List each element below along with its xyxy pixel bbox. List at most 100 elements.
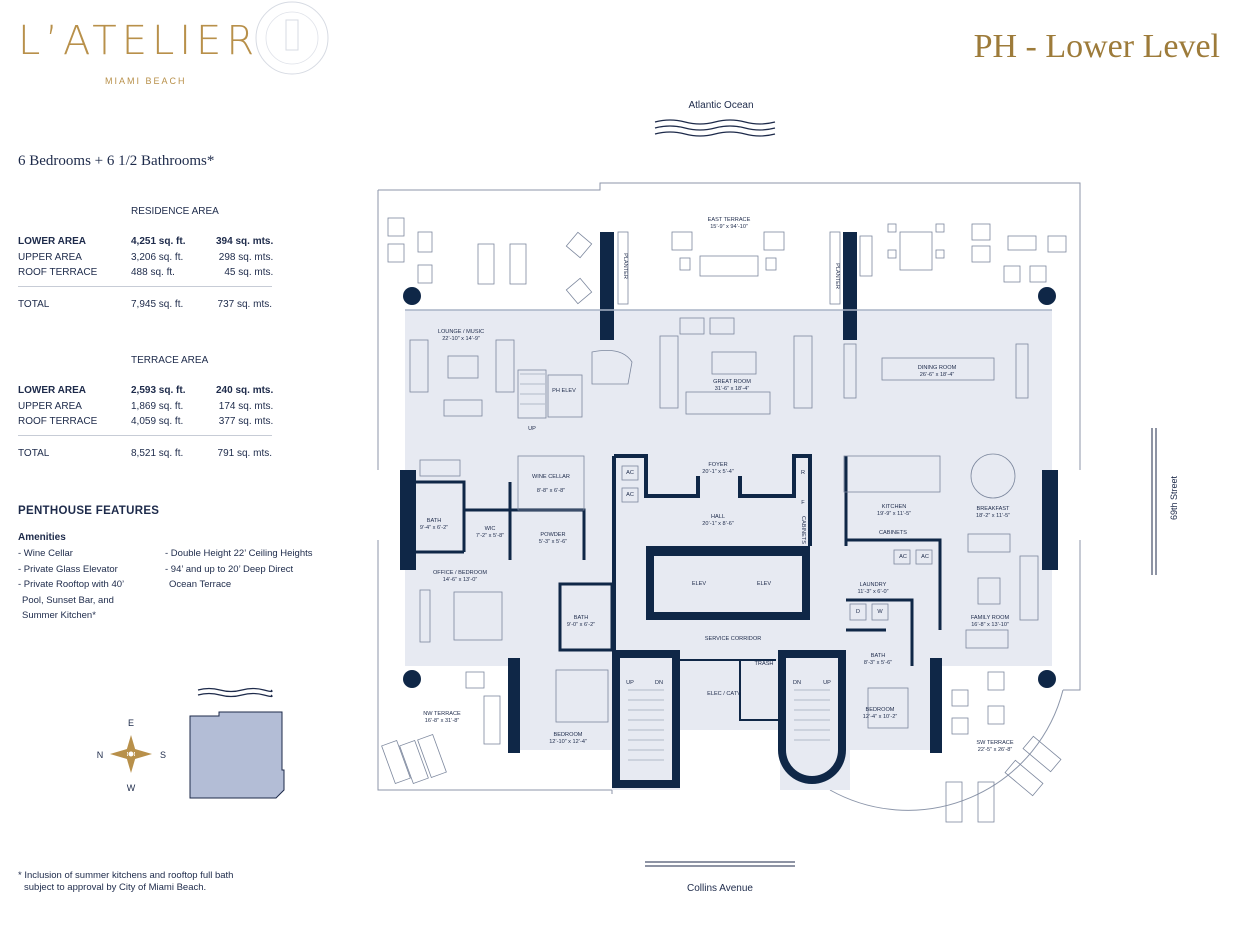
unit-summary: 6 Bedrooms + 6 1/2 Bathrooms* (18, 153, 215, 169)
room-dim: 22’-10” x 14’-9” (442, 336, 480, 342)
room-dim: 12’-4” x 10’-2” (863, 714, 898, 720)
room-dim: 12’-10” x 12’-4” (549, 739, 587, 745)
room-label: ELEC / CATV (707, 691, 741, 697)
compass-icon (110, 735, 152, 773)
room-dim: 14’-6” x 13’-0” (443, 577, 478, 583)
room-dim: 22’-5” x 26’-8” (978, 747, 1013, 753)
list-item: - 94’ and up to 20’ Deep Direct (165, 563, 294, 575)
room-label: PH ELEV (552, 388, 576, 394)
room-dim: 8’-3” x 5’-6” (864, 660, 892, 666)
brand-logo: L’ATELIER (18, 18, 260, 64)
room-label: CABINETS (800, 516, 806, 544)
room-label: DINING ROOM (918, 365, 957, 371)
room-label: ELEV (757, 581, 772, 587)
list-item: - Double Height 22’ Ceiling Heights (165, 548, 313, 559)
room-label: CABINETS (879, 530, 907, 536)
dryer-label: D (856, 609, 860, 615)
room-dim: 20’-1” x 5’-4” (702, 469, 734, 475)
room-label: FAMILY ROOM (971, 615, 1010, 621)
room-label: EAST TERRACE (708, 217, 751, 223)
room-dim: 7’-2” x 5’-8” (476, 533, 504, 539)
list-item: - Private Glass Elevator (18, 563, 118, 575)
ocean-waves-icon (654, 119, 776, 137)
room-dim: 20’-1” x 8’-6” (702, 521, 734, 527)
room-label: FOYER (708, 462, 727, 468)
stair-down-label: DN (655, 680, 663, 686)
room-label: ELEV (692, 581, 707, 587)
page-title: PH - Lower Level (973, 28, 1220, 65)
features-title: PENTHOUSE FEATURES (18, 505, 160, 517)
list-item: - Wine Cellar (18, 548, 73, 559)
room-dim: 9’-4” x 6’-2” (420, 525, 448, 531)
room-dim: 31’-6” x 18’-4” (715, 386, 750, 392)
room-label: POWDER (540, 532, 565, 538)
stair-up-label: UP (528, 426, 536, 432)
compass-w: W (127, 783, 136, 793)
ac-label: AC (626, 470, 634, 476)
room-dim: 9’-0” x 6’-2” (567, 622, 595, 628)
ac-label: AC (899, 554, 907, 560)
divider (18, 435, 272, 436)
footnote: * Inclusion of summer kitchens and rooft… (18, 870, 234, 893)
list-item: - Private Rooftop with 40’ (18, 579, 125, 591)
room-label: KITCHEN (882, 504, 907, 510)
compass-n: N (97, 750, 104, 760)
room-label: WINE CELLAR (532, 474, 570, 480)
ac-label: AC (921, 554, 929, 560)
room-label: LOUNGE / MUSIC (438, 329, 484, 335)
room-label: TRASH (755, 661, 774, 667)
room-label: BREAKFAST (977, 506, 1011, 512)
divider (18, 286, 272, 287)
street-label: 69th Street (1169, 475, 1179, 520)
room-label: SW TERRACE (976, 740, 1013, 746)
fridge-label: R (801, 470, 805, 476)
list-item: Summer Kitchen* (22, 610, 96, 622)
room-dim: 15’-9” x 94’-10” (710, 224, 748, 230)
brand-location: MIAMI BEACH (105, 76, 187, 86)
terrace-area-heading: TERRACE AREA (131, 355, 209, 366)
room-dim: 19’-9” x 11’-5” (877, 511, 911, 517)
seal-watermark (255, 1, 329, 75)
amenities-list-1: - Wine Cellar - Private Glass Elevator -… (18, 546, 124, 624)
room-dim: 8’-8” x 6’-8” (537, 488, 565, 494)
ocean-label: Atlantic Ocean (688, 100, 753, 111)
amenities-list-2: - Double Height 22’ Ceiling Heights - 94… (165, 546, 313, 593)
list-item: Pool, Sunset Bar, and (22, 594, 114, 606)
room-dim: 26’-6” x 18’-4” (920, 372, 955, 378)
stair-up-label: UP (823, 680, 831, 686)
freezer-label: F (801, 500, 805, 506)
room-label: BEDROOM (866, 707, 895, 713)
room-dim: 5’-3” x 5’-6” (539, 539, 567, 545)
room-label: NW TERRACE (423, 711, 461, 717)
room-label: OFFICE / BEDROOM (433, 570, 487, 576)
room-label: WIC (485, 526, 496, 532)
room-label: GREAT ROOM (713, 379, 751, 385)
room-label: BATH (871, 653, 886, 659)
room-label: SERVICE CORRIDOR (705, 636, 761, 642)
room-label: LAUNDRY (860, 582, 887, 588)
room-label: BEDROOM (554, 732, 583, 738)
list-item: Ocean Terrace (169, 579, 232, 591)
key-plan (189, 687, 285, 799)
compass-e: E (128, 718, 134, 728)
planter-label: PLANTER (622, 253, 628, 279)
room-label: BATH (427, 518, 442, 524)
room-dim: 16’-8” x 13’-10” (971, 622, 1009, 628)
room-dim: 16’-8” x 31’-8” (425, 718, 460, 724)
residence-area-heading: RESIDENCE AREA (131, 206, 219, 217)
compass-s: S (160, 750, 166, 760)
collins-avenue-label: Collins Avenue (687, 883, 753, 894)
amenities-title: Amenities (18, 532, 66, 543)
